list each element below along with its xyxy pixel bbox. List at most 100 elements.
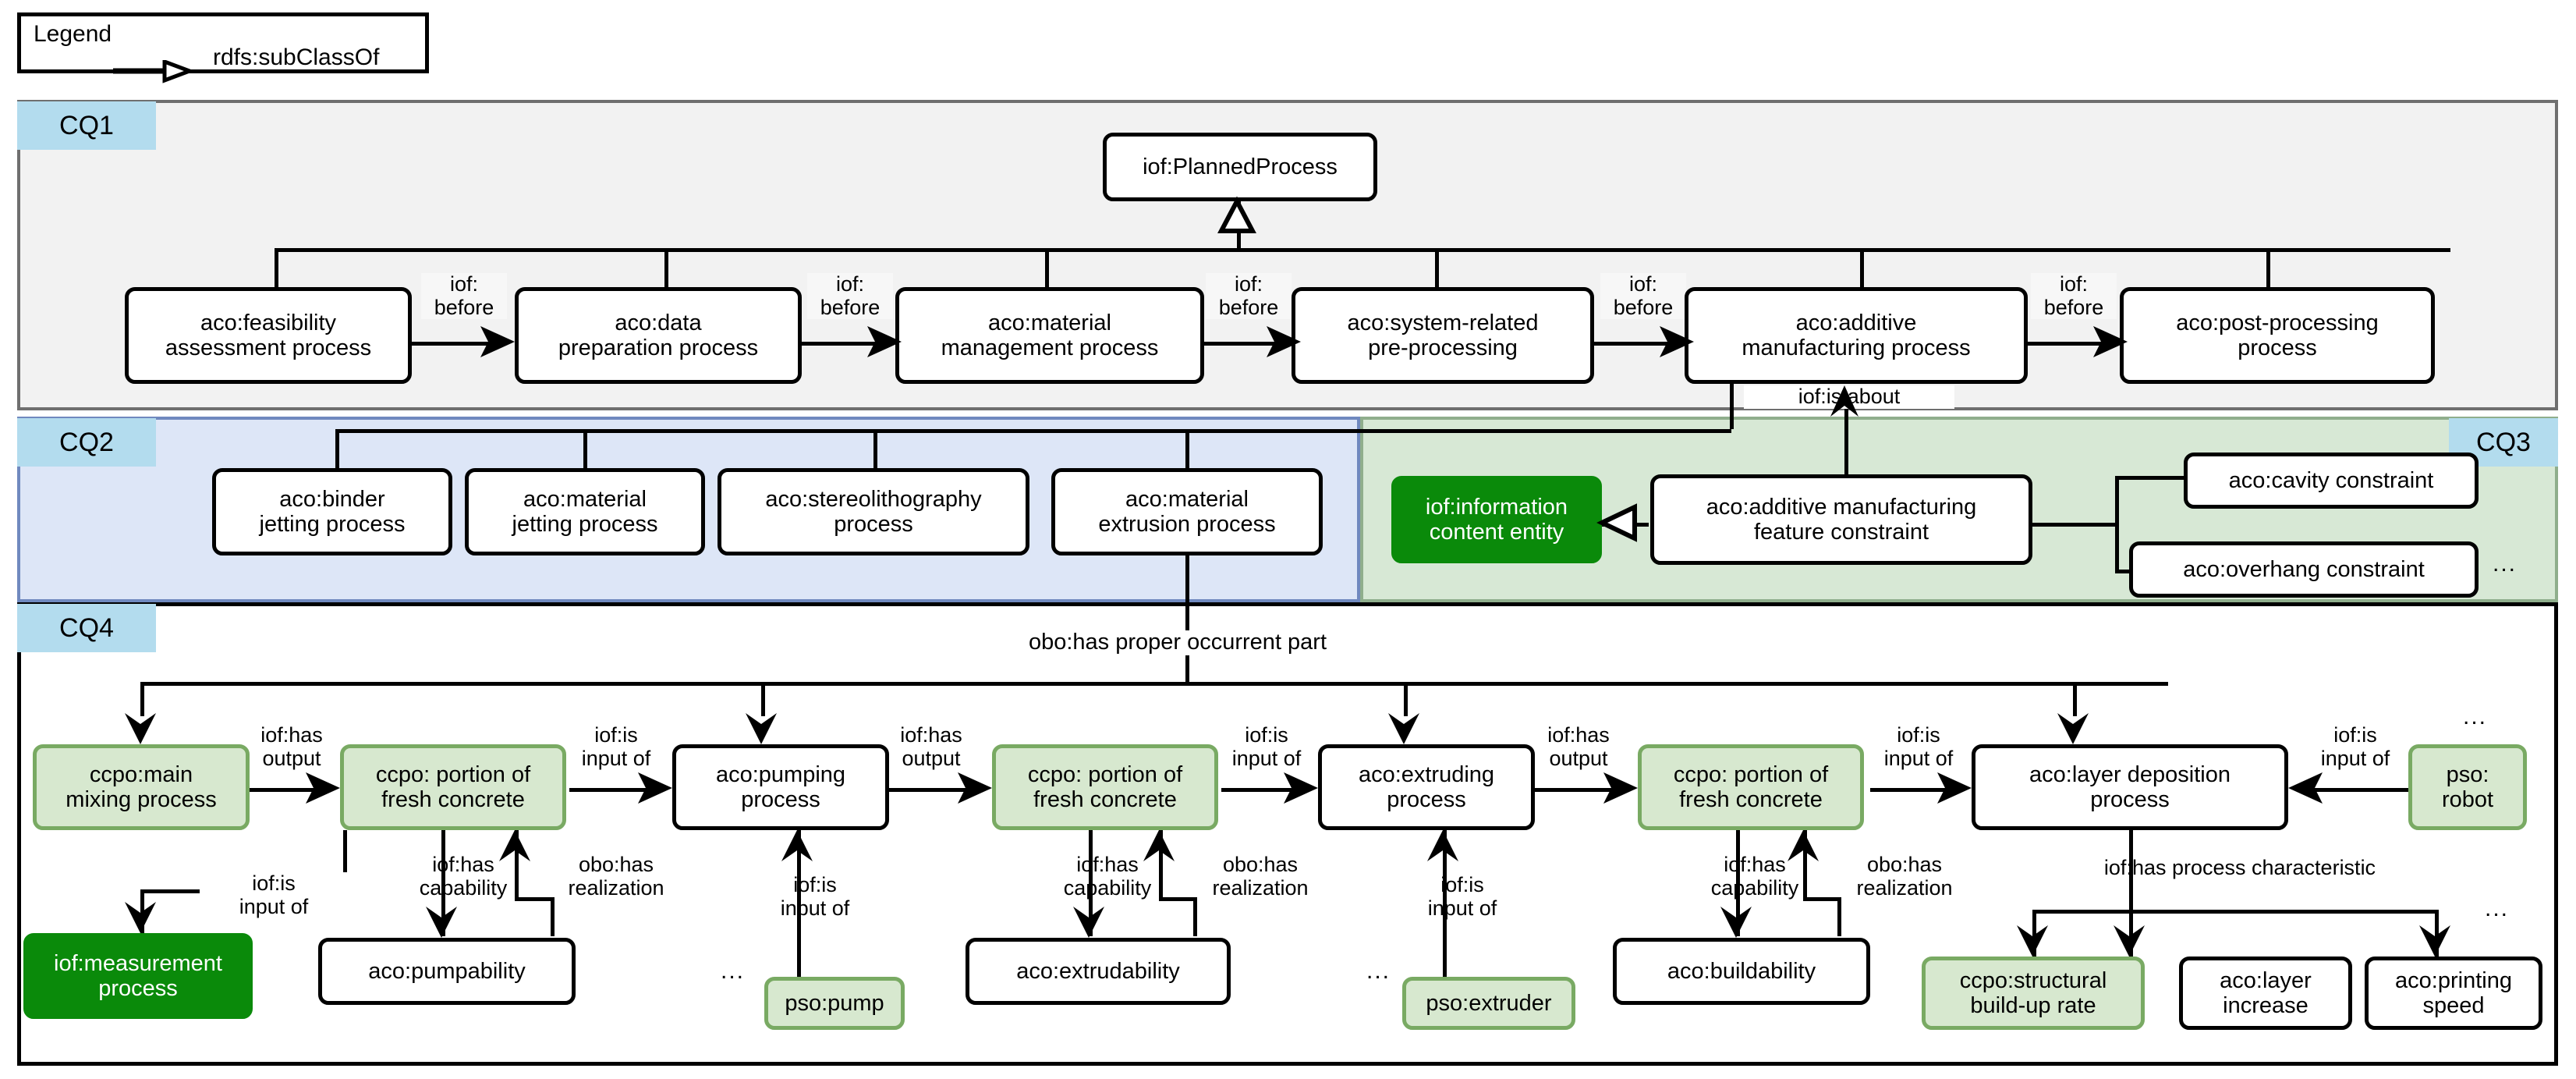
edge-label-is-about: iof:is about — [1744, 385, 1954, 409]
node-pump[interactable]: pso:pump — [764, 977, 905, 1030]
pump-input-line — [797, 830, 801, 977]
hollow-triangle-arrow-icon — [113, 60, 196, 83]
node-robot[interactable]: pso: robot — [2408, 744, 2527, 830]
node-extruder[interactable]: pso:extruder — [1402, 977, 1575, 1030]
node-stereolithography-process[interactable]: aco:stereolithography process — [718, 468, 1029, 555]
hpop-drop-main-mixing — [140, 682, 144, 716]
node-label: ccpo: portion of fresh concrete — [375, 761, 531, 812]
edge-label-before-3: iof: before — [1206, 272, 1292, 320]
node-extruding-process[interactable]: aco:extruding process — [1318, 744, 1535, 830]
pump-realization-vertical — [551, 897, 555, 936]
subclass-drop-4 — [1435, 248, 1439, 287]
hpc-drop-layer — [2129, 910, 2133, 957]
node-label: aco:system-related pre-processing — [1347, 310, 1539, 360]
node-label: aco:material extrusion process — [1098, 486, 1276, 537]
extruder-input-line — [1443, 830, 1447, 977]
node-layer-deposition-process[interactable]: aco:layer deposition process — [1972, 744, 2288, 830]
node-overhang-constraint[interactable]: aco:overhang constraint — [2129, 541, 2479, 598]
extrude-realization-horizontal — [1159, 897, 1196, 901]
hpop-spine-horizontal — [140, 682, 2168, 686]
node-label: aco:layer increase — [2220, 967, 2312, 1018]
node-label: pso:extruder — [1426, 990, 1552, 1016]
node-label: iof:information content entity — [1425, 494, 1568, 545]
node-label: ccpo: portion of fresh concrete — [1673, 761, 1829, 812]
am-subclass-stem — [1730, 384, 1734, 429]
cq2-spine-horizontal — [335, 429, 1731, 433]
hpop-drop-extruding — [1404, 682, 1408, 716]
ellipsis-pump: ... — [721, 958, 746, 984]
edge-label-is-input-of-robot: iof:is input of — [2320, 723, 2390, 770]
node-label: aco:additive manufacturing feature const… — [1706, 494, 1977, 545]
edge-label-has-output-1: iof:has output — [260, 723, 323, 770]
hpc-stem — [2129, 830, 2133, 910]
before-arrow-2-line — [797, 342, 891, 346]
edge-label-has-capability-3: iof:has capability — [1710, 853, 1799, 900]
cq2-drop-3 — [873, 429, 877, 468]
subclass-drop-1 — [275, 248, 278, 287]
hpc-drop-speed — [2435, 910, 2439, 957]
node-label: aco:overhang constraint — [2183, 556, 2425, 582]
node-label: ccpo:main mixing process — [66, 761, 217, 812]
hpop-drop-pumping — [761, 682, 765, 716]
node-binder-jetting-process[interactable]: aco:binder jetting process — [212, 468, 452, 555]
node-label: aco:extrudability — [1016, 958, 1180, 984]
subclass-drop-5 — [1860, 248, 1864, 287]
node-structural-buildup-rate[interactable]: ccpo:structural build-up rate — [1922, 957, 2145, 1030]
node-layer-increase[interactable]: aco:layer increase — [2179, 957, 2352, 1030]
pump-realization-horizontal — [515, 897, 554, 901]
node-system-related-pre-processing[interactable]: aco:system-related pre-processing — [1292, 287, 1594, 384]
edge-label-has-realization-1: obo:has realization — [568, 853, 664, 900]
node-label: aco:extruding process — [1358, 761, 1495, 812]
node-material-management-process[interactable]: aco:material management process — [895, 287, 1204, 384]
ellipsis-extruder: ... — [1366, 958, 1391, 984]
edge-label-has-process-characteristic: iof:has process characteristic — [2103, 856, 2376, 879]
cq3-badge: CQ3 — [2449, 418, 2558, 467]
node-fresh-concrete-3[interactable]: ccpo: portion of fresh concrete — [1638, 744, 1864, 830]
is-input-of-line-3 — [1870, 788, 1958, 792]
node-pumpability[interactable]: aco:pumpability — [318, 938, 576, 1005]
node-data-preparation-process[interactable]: aco:data preparation process — [515, 287, 802, 384]
node-printing-speed[interactable]: aco:printing speed — [2365, 957, 2542, 1030]
node-am-feature-constraint[interactable]: aco:additive manufacturing feature const… — [1650, 474, 2032, 565]
buildability-capability-line — [1736, 830, 1740, 936]
ellipsis-constraints: ... — [2493, 551, 2518, 577]
node-fresh-concrete-2[interactable]: ccpo: portion of fresh concrete — [992, 744, 1218, 830]
node-label: aco:feasibility assessment process — [165, 310, 372, 360]
node-pumping-process[interactable]: aco:pumping process — [672, 744, 889, 830]
build-realization-up — [1803, 830, 1807, 899]
ellipsis-characteristics: ... — [2485, 896, 2510, 921]
edge-label-is-input-of-pump: iof:is input of — [780, 873, 850, 920]
subclass-drop-3 — [1045, 248, 1049, 287]
node-post-processing-process[interactable]: aco:post-processing process — [2120, 287, 2435, 384]
node-label: iof:PlannedProcess — [1143, 154, 1338, 179]
before-arrow-5-line — [2022, 342, 2116, 346]
node-planned-process[interactable]: iof:PlannedProcess — [1103, 133, 1377, 201]
subclass-stem-vertical — [1237, 201, 1241, 250]
node-buildability[interactable]: aco:buildability — [1613, 938, 1870, 1005]
node-material-jetting-process[interactable]: aco:material jetting process — [465, 468, 705, 555]
node-material-extrusion-process[interactable]: aco:material extrusion process — [1051, 468, 1323, 555]
edge-label-is-input-of-2: iof:is input of — [1231, 723, 1302, 770]
build-realization-horizontal — [1803, 897, 1841, 901]
node-label: aco:post-processing process — [2176, 310, 2379, 360]
node-measurement-process[interactable]: iof:measurement process — [23, 933, 253, 1019]
measurement-branch-down — [343, 830, 347, 889]
measurement-branch-drop — [140, 889, 144, 933]
node-label: aco:data preparation process — [558, 310, 759, 360]
node-fresh-concrete-1[interactable]: ccpo: portion of fresh concrete — [340, 744, 566, 830]
node-information-content-entity[interactable]: iof:information content entity — [1391, 476, 1602, 563]
extrude-realization-vertical — [1193, 897, 1197, 936]
node-additive-manufacturing-process[interactable]: aco:additive manufacturing process — [1685, 287, 2028, 384]
node-extrudability[interactable]: aco:extrudability — [966, 938, 1231, 1005]
hpc-spine — [2032, 910, 2435, 914]
node-main-mixing-process[interactable]: ccpo:main mixing process — [33, 744, 250, 830]
edge-label-is-input-of-extruder: iof:is input of — [1427, 873, 1497, 920]
edge-label-before-1: iof: before — [421, 272, 507, 320]
node-cavity-constraint[interactable]: aco:cavity constraint — [2184, 453, 2479, 509]
node-label: aco:cavity constraint — [2228, 467, 2434, 493]
edge-label-has-realization-2: obo:has realization — [1212, 853, 1309, 900]
node-feasibility-assessment-process[interactable]: aco:feasibility assessment process — [125, 287, 412, 384]
edge-label-has-output-3: iof:has output — [1547, 723, 1610, 770]
constraint-branch-vertical — [2115, 476, 2119, 573]
cq2-badge: CQ2 — [17, 418, 156, 467]
